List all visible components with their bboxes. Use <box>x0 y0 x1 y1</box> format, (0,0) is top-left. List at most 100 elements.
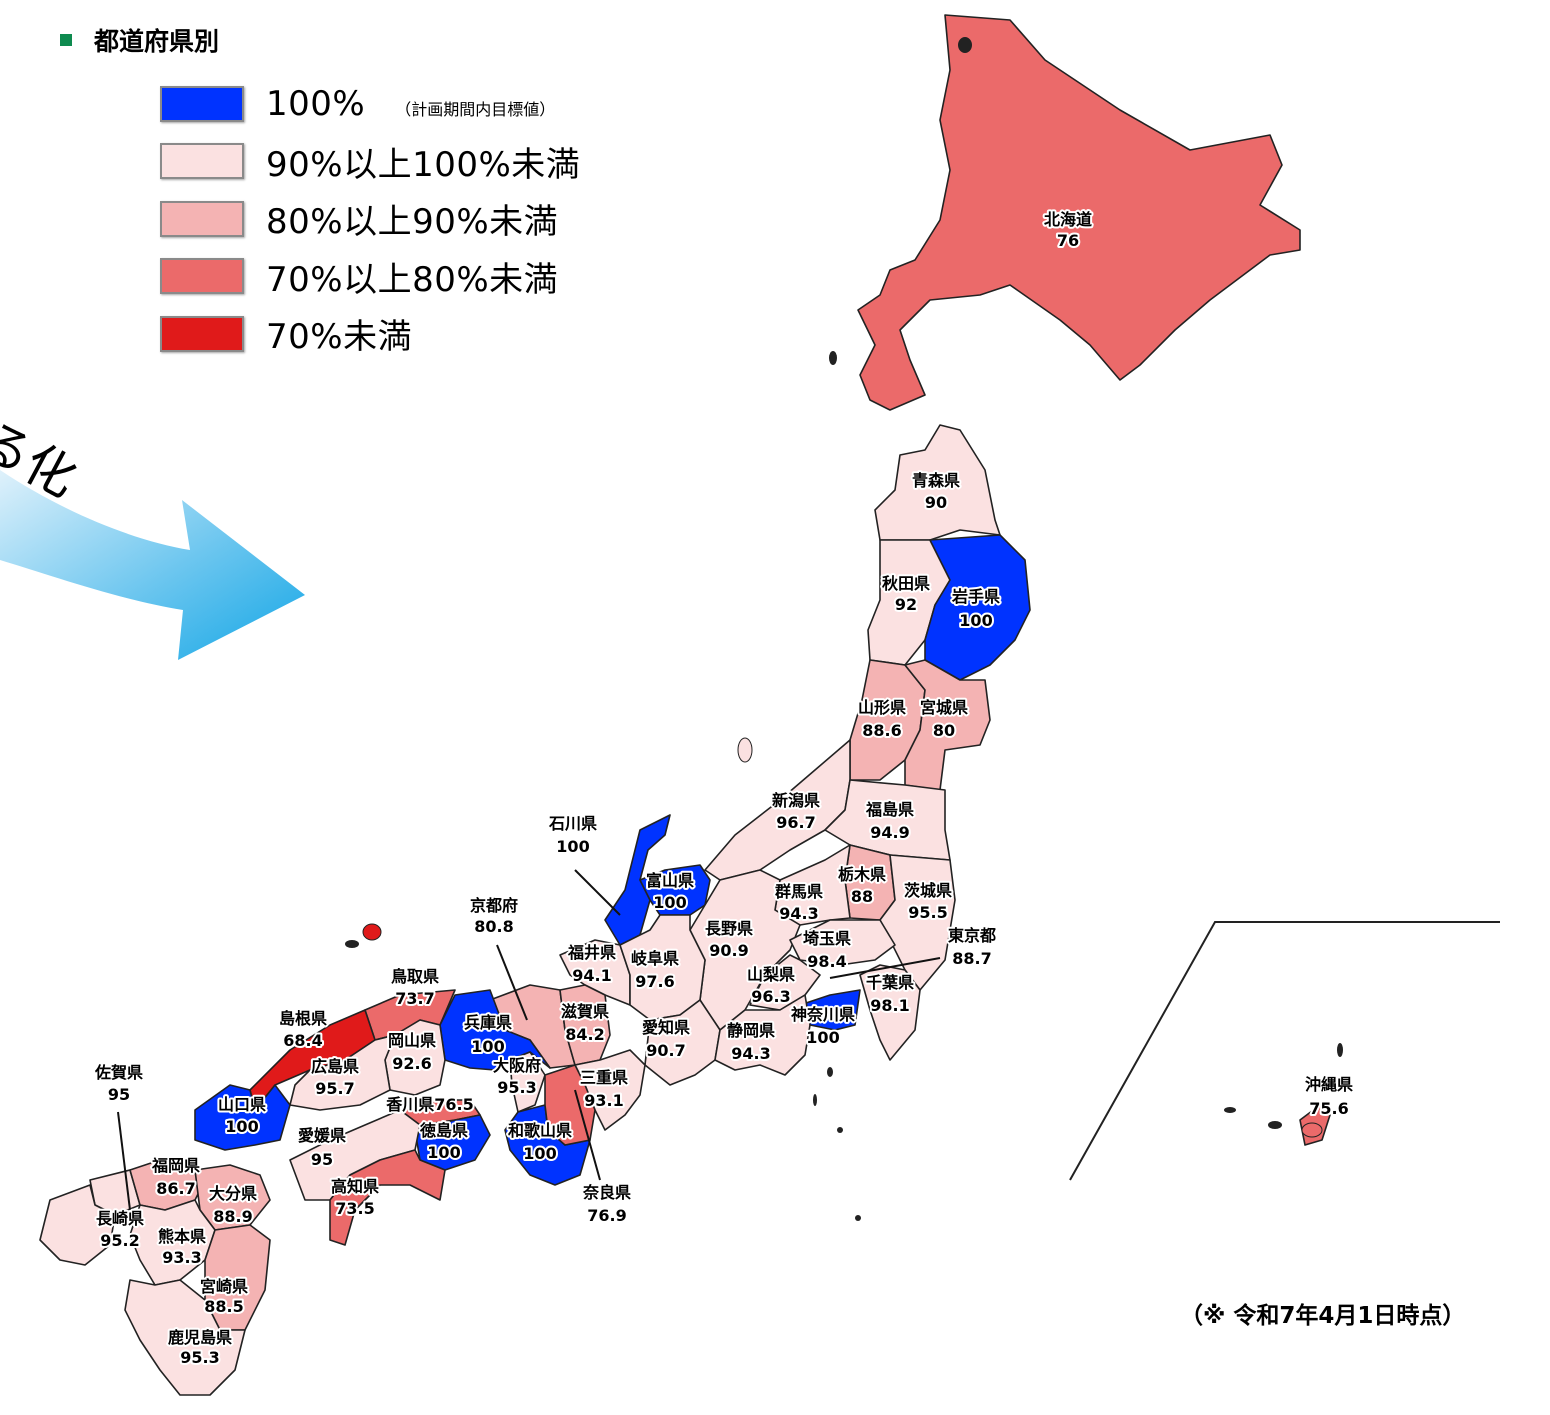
region-name-label: 兵庫県 <box>464 1013 512 1032</box>
region-name-label: 和歌山県 <box>508 1121 572 1140</box>
region-name-label: 鳥取県 <box>391 967 439 986</box>
region-value-label: 100 <box>471 1037 504 1056</box>
region-name-label: 愛知県 <box>642 1018 690 1037</box>
region-value-label: 88.5 <box>204 1297 243 1316</box>
region-name-label: 東京都 <box>948 926 996 945</box>
region-shape <box>559 984 611 1066</box>
region-name-label: 愛媛県 <box>298 1126 346 1145</box>
region-name-label: 広島県 <box>311 1057 359 1076</box>
region-value-label: 100 <box>653 893 686 912</box>
region-value-label: 88.6 <box>862 721 901 740</box>
region-name-label: 大阪府 <box>493 1056 541 1075</box>
region-shape <box>544 1064 596 1146</box>
region-value-label: 100 <box>225 1117 258 1136</box>
region-name-label: 長崎県 <box>96 1209 144 1228</box>
region-value-label: 95 <box>108 1085 130 1104</box>
region-shape <box>39 1184 116 1266</box>
region-name-label: 茨城県 <box>904 881 952 900</box>
region-name-label: 徳島県 <box>419 1121 468 1140</box>
region-name-label: 奈良県 <box>582 1183 631 1202</box>
legend-item: 70%以上80%未満 <box>160 248 580 306</box>
region-name-label: 熊本県 <box>158 1227 206 1246</box>
region-name-label: 大分県 <box>209 1184 257 1203</box>
region-value-label: 95.2 <box>100 1231 139 1250</box>
region-name-label: 鹿児島県 <box>168 1328 232 1347</box>
region-name-label: 三重県 <box>580 1068 628 1087</box>
legend-title-text: 都道府県別 <box>94 27 220 56</box>
region-name-label: 石川県 <box>548 814 597 833</box>
region-value-label: 100 <box>427 1143 460 1162</box>
region-label: 香川県76.5 <box>385 1095 473 1114</box>
region-value-label: 93.1 <box>584 1091 623 1110</box>
region-name-label: 山梨県 <box>747 965 795 984</box>
legend-label: 70%以上80%未満 <box>266 259 559 300</box>
region-value-label: 76.9 <box>587 1206 626 1225</box>
region-name-label: 宮崎県 <box>200 1277 248 1296</box>
region-name-label: 岐阜県 <box>631 949 679 968</box>
region-name-label: 福井県 <box>567 943 616 962</box>
region-name-label: 千葉県 <box>866 973 914 992</box>
region-name-label: 山口県 <box>218 1095 266 1114</box>
region-name-label: 佐賀県 <box>94 1063 143 1082</box>
arrow-graphic <box>0 470 305 660</box>
region-name-label: 新潟県 <box>772 791 820 810</box>
region-value-label: 94.3 <box>731 1044 770 1063</box>
region-name-label: 富山県 <box>646 871 694 890</box>
region-name-label: 岩手県 <box>951 587 1000 606</box>
legend: 100% （計画期間内目標値） 90%以上100%未満 80%以上90%未満 7… <box>160 75 580 363</box>
legend-label: 80%以上90%未満 <box>266 202 559 243</box>
region-value-label: 88.7 <box>952 949 991 968</box>
region-value-label: 73.7 <box>395 989 434 1008</box>
region-value-label: 100 <box>959 611 992 630</box>
region-name-label: 青森県 <box>912 471 960 490</box>
region-name-label: 神奈川県 <box>791 1005 855 1024</box>
region-shape <box>924 534 1031 681</box>
region-name-label: 福岡県 <box>151 1156 200 1175</box>
region-value-label: 90 <box>925 493 947 512</box>
region-value-label: 95.7 <box>315 1079 354 1098</box>
region-shape <box>714 994 811 1076</box>
region-value-label: 75.6 <box>1309 1099 1348 1118</box>
region-shape <box>289 1034 396 1111</box>
region-value-label: 95.5 <box>908 903 947 922</box>
region-shape <box>509 1051 546 1113</box>
legend-label: 90%以上100%未満 <box>266 144 581 185</box>
region-shape <box>619 914 706 1021</box>
region-value-label: 94.1 <box>572 966 611 985</box>
region-name-label: 群馬県 <box>775 882 823 901</box>
region-value-label: 95.3 <box>497 1078 536 1097</box>
region-shape <box>857 14 1301 411</box>
region-value-label: 80 <box>933 721 955 740</box>
region-value-label: 68.4 <box>283 1031 322 1050</box>
legend-label: 70%未満 <box>266 317 413 358</box>
legend-swatch <box>160 200 244 237</box>
region-name-label: 沖縄県 <box>1305 1075 1353 1094</box>
region-value-label: 100 <box>806 1028 839 1047</box>
region-value-label: 95 <box>311 1150 333 1169</box>
region-name-label: 京都府 <box>470 896 518 915</box>
region-name-label: 島根県 <box>279 1009 327 1028</box>
footnote: （※ 令和7年4月1日時点） <box>1180 1303 1466 1329</box>
region-name-label: 高知県 <box>331 1177 379 1196</box>
region-value-label: 76 <box>1057 231 1079 250</box>
legend-note: （計画期間内目標値） <box>395 99 556 119</box>
region-shape <box>904 659 991 791</box>
region-value-label: 86.7 <box>156 1179 195 1198</box>
region-name-label: 滋賀県 <box>561 1002 609 1021</box>
region-name-label: 埼玉県 <box>803 929 851 948</box>
region-shape <box>789 919 896 966</box>
region-value-label: 88 <box>851 887 873 906</box>
legend-swatch <box>160 315 244 352</box>
region-value-label: 92 <box>895 595 917 614</box>
region-value-label: 90.7 <box>646 1041 685 1060</box>
region-shape <box>329 1149 446 1246</box>
legend-swatch <box>160 143 244 180</box>
legend-swatch <box>160 258 244 295</box>
region-name-label: 福島県 <box>865 800 914 819</box>
legend-bullet-icon <box>60 34 72 46</box>
region-value-label: 100 <box>523 1144 556 1163</box>
legend-item: 80%以上90%未満 <box>160 190 580 248</box>
region-value-label: 96.7 <box>776 813 815 832</box>
region-value-label: 80.8 <box>474 917 513 936</box>
